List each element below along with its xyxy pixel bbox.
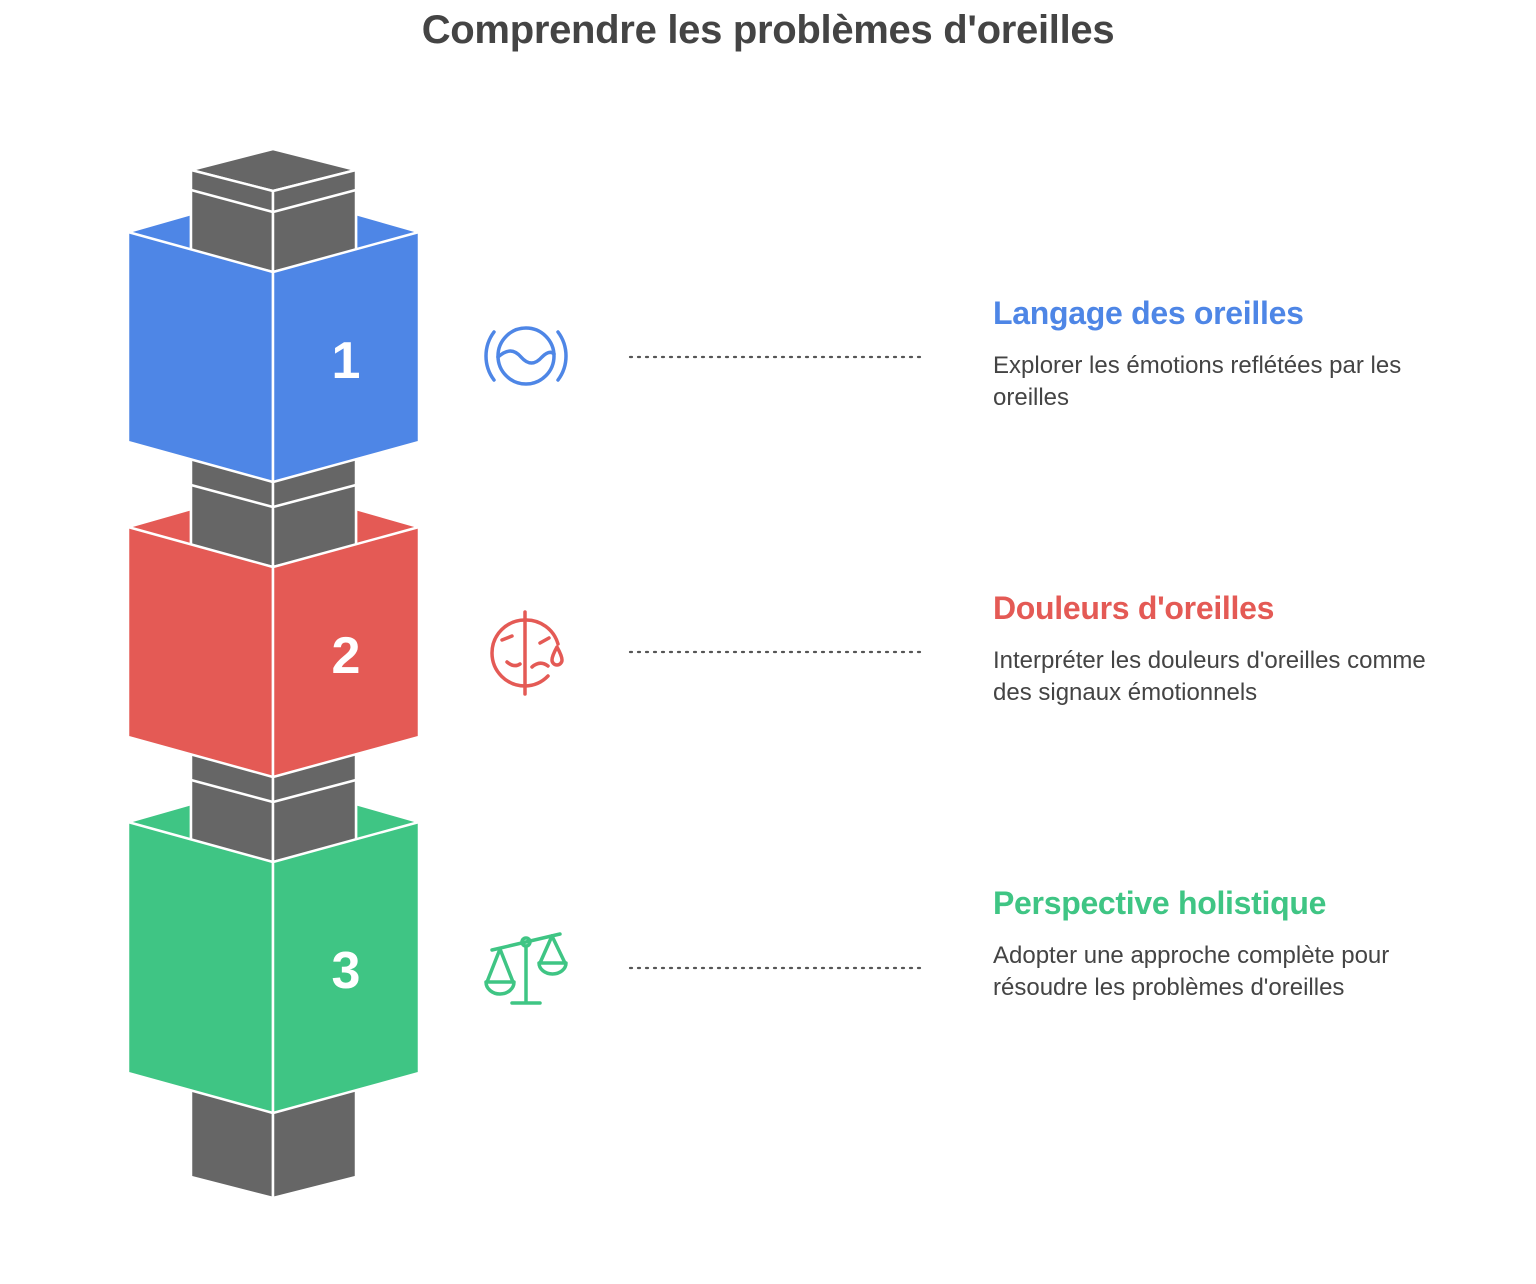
water-wave-icon <box>484 326 568 386</box>
step-1-title: Langage des oreilles <box>993 295 1304 331</box>
step-1-description: Explorer les émotions reflétées par les … <box>993 352 1402 411</box>
cube-2-right-face <box>271 525 421 779</box>
step-3-title: Perspective holistique <box>993 885 1327 921</box>
step-3-text: Perspective holistique Adopter une appro… <box>993 885 1433 1004</box>
step-number-2: 2 <box>332 627 361 685</box>
step-1-text: Langage des oreilles Explorer les émotio… <box>993 295 1433 414</box>
cube-1-right-face <box>271 230 421 484</box>
step-number-3: 3 <box>332 942 361 1000</box>
cube-3-right-face <box>271 820 421 1115</box>
step-number-1: 1 <box>332 332 361 390</box>
balance-scale-icon <box>484 932 568 1005</box>
page-title: Comprendre les problèmes d'oreilles <box>421 8 1115 52</box>
step-2-text: Douleurs d'oreilles Interpréter les doul… <box>993 590 1433 709</box>
cube-3-left-face <box>126 820 275 1115</box>
step-2-description: Interpréter les douleurs d'oreilles comm… <box>993 647 1426 706</box>
cube-2: 2 <box>126 483 421 779</box>
cube-2-left-face <box>126 525 275 779</box>
cube-1: 1 <box>126 188 421 484</box>
cube-1-left-face <box>126 230 275 484</box>
sad-face-tear-icon <box>490 610 564 696</box>
step-2-title: Douleurs d'oreilles <box>993 590 1275 626</box>
step-3-description: Adopter une approche complète pour résou… <box>993 942 1390 1001</box>
cube-3: 3 <box>126 778 421 1115</box>
